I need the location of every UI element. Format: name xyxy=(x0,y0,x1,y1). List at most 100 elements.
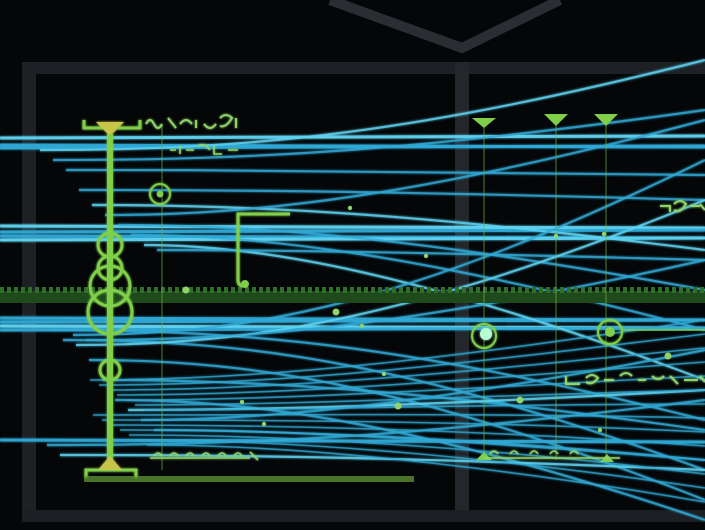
rail-tooth xyxy=(560,287,564,293)
rail-tooth xyxy=(56,287,60,293)
scatter-dot xyxy=(182,286,190,294)
rail-tooth xyxy=(0,287,4,293)
rail-tooth xyxy=(154,287,158,293)
fiber-strand xyxy=(75,198,705,347)
top-left-readout xyxy=(145,114,237,129)
fiber-strand xyxy=(117,223,705,292)
rail-tooth xyxy=(406,287,410,293)
rail-band xyxy=(0,291,705,303)
rail-tooth xyxy=(70,287,74,293)
rail-tooth xyxy=(553,287,557,293)
rail-tooth xyxy=(476,287,480,293)
frame-bottom-bar xyxy=(22,510,705,522)
scatter-dot xyxy=(423,253,429,259)
ring-node-icon xyxy=(597,319,623,345)
rail-tooth xyxy=(35,287,39,293)
ring-node-icon xyxy=(98,358,122,382)
frame-top-chevron xyxy=(328,0,563,54)
rail-tooth xyxy=(658,287,662,293)
rail-tooth xyxy=(140,287,144,293)
rail-tooth xyxy=(343,287,347,293)
rail-tooth xyxy=(14,287,18,293)
left-column-device xyxy=(82,120,142,478)
rail-tooth xyxy=(308,287,312,293)
fiber-strand xyxy=(92,413,705,419)
rail-tooth xyxy=(693,287,697,293)
fiber-strand xyxy=(116,361,705,396)
chain-link-icon xyxy=(88,264,132,308)
rail-tooth xyxy=(217,287,221,293)
window-frame xyxy=(22,0,705,522)
frame-top-bar xyxy=(24,62,705,74)
fiber-strand xyxy=(98,333,705,386)
triangle-marker-icon xyxy=(472,118,496,128)
rail-tooth xyxy=(147,287,151,293)
rail-tooth xyxy=(469,287,473,293)
rail-tooth xyxy=(175,287,179,293)
rail-tooth xyxy=(364,287,368,293)
fiber-strand xyxy=(89,319,705,381)
rail-tooth xyxy=(462,287,466,293)
rail-tooth xyxy=(651,287,655,293)
triangle-marker-icon xyxy=(544,114,568,126)
fiber-strand xyxy=(0,318,705,324)
rail-tooth xyxy=(679,287,683,293)
scatter-dot xyxy=(601,231,607,237)
scatter-dot xyxy=(394,402,402,410)
glyph-readouts xyxy=(145,114,705,461)
rail-tooth xyxy=(700,287,704,293)
rail-tooth xyxy=(483,287,487,293)
rail-tooth xyxy=(84,287,88,293)
rail-tooth xyxy=(567,287,571,293)
fiber-strand xyxy=(137,439,705,489)
bottom-right-readout xyxy=(565,372,705,385)
fiber-strand xyxy=(125,375,705,401)
rail-tooth xyxy=(196,287,200,293)
right-readout xyxy=(660,200,705,213)
rail-tooth xyxy=(301,287,305,293)
fiber-strand xyxy=(0,236,705,242)
rail-tooth xyxy=(497,287,501,293)
fiber-strand xyxy=(0,326,705,332)
rail-tooth xyxy=(7,287,11,293)
rail-tooth xyxy=(546,287,550,293)
rail-tooth xyxy=(322,287,326,293)
scatter-dot xyxy=(516,396,524,404)
scatter-dot xyxy=(332,308,340,316)
rail-tooth xyxy=(595,287,599,293)
rail-tooth xyxy=(287,287,291,293)
fiber-strand xyxy=(156,248,705,262)
fiber-strand xyxy=(46,398,705,447)
rail-tooth xyxy=(609,287,613,293)
rail-tooth xyxy=(511,287,515,293)
rail-tooth xyxy=(350,287,354,293)
fiber-strand xyxy=(0,144,705,150)
rail-tooth xyxy=(490,287,494,293)
rail-tooth xyxy=(518,287,522,293)
bottom-readout-bar xyxy=(484,450,620,459)
chain-link-icon xyxy=(86,288,134,336)
fiber-strand xyxy=(85,258,705,342)
rail-tooth xyxy=(231,287,235,293)
scatter-dot xyxy=(359,323,365,329)
rail-tooth xyxy=(336,287,340,293)
bottom-strip xyxy=(84,476,414,482)
ring-node-icon xyxy=(241,280,249,288)
fiber-strand xyxy=(101,419,705,433)
scatter-dot xyxy=(261,421,267,427)
rail-tooth xyxy=(252,287,256,293)
rail-tooth xyxy=(413,287,417,293)
top-left-subreadout xyxy=(170,143,238,155)
rail-tooth xyxy=(672,287,676,293)
rail-tooth xyxy=(294,287,298,293)
rail-tooth xyxy=(525,287,529,293)
rail-tooth xyxy=(532,287,536,293)
rail-tooth xyxy=(259,287,263,293)
rail-tooth xyxy=(385,287,389,293)
triangle-marker-icon xyxy=(96,122,124,136)
ring-node-core xyxy=(605,327,615,337)
rail-tooth xyxy=(42,287,46,293)
fiber-strand xyxy=(101,378,705,432)
fiber-bundle xyxy=(0,58,705,522)
